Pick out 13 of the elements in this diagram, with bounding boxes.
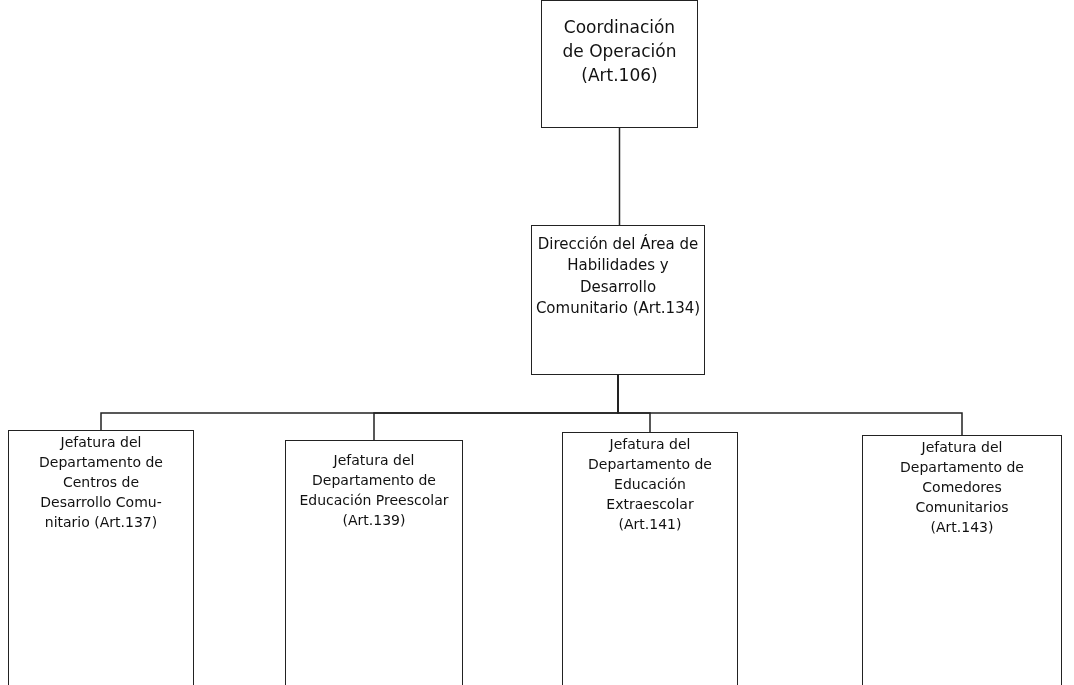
- box-label: Coordinación de Operación (Art.106): [561, 16, 678, 88]
- org-box: [285, 440, 463, 685]
- box-label: Jefatura del Departamento de Educación Extraescolar (Art.141): [587, 435, 713, 534]
- box-label: Dirección del Área de Habilidades y Desarrollo Comunitario (Art.134): [534, 234, 702, 319]
- connector-line: [618, 127, 621, 226]
- box-label: Jefatura del Departamento de Centros de Desarrollo Comu- nitario (Art.137): [38, 433, 164, 532]
- org-box: [562, 432, 738, 685]
- org-box: [862, 435, 1062, 685]
- org-box: [531, 225, 705, 375]
- box-label: Jefatura del Departamento de Educación Preescolar (Art.139): [298, 451, 450, 530]
- box-label: Jefatura del Departamento de Comedores Comunitarios (Art.143): [899, 438, 1025, 537]
- org-box: [541, 0, 698, 128]
- org-box: [8, 430, 194, 685]
